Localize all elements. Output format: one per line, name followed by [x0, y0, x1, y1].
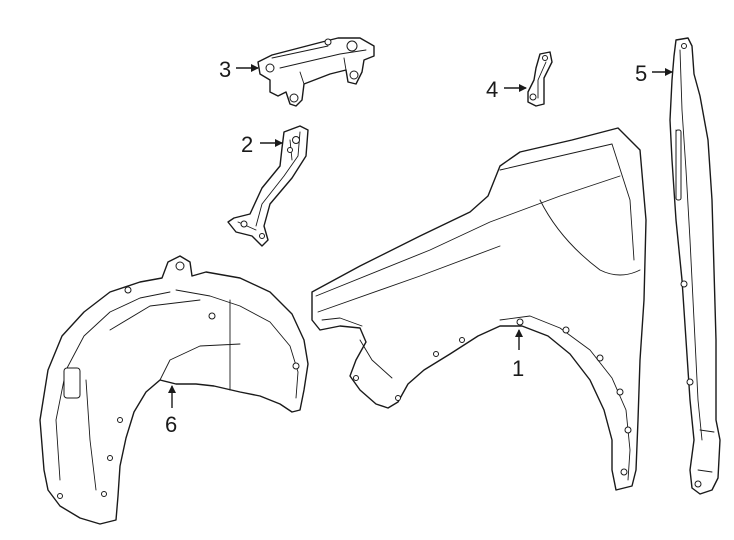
callout-5-label: 5: [635, 61, 647, 86]
callout-6-label: 6: [165, 412, 177, 437]
callout-2-label: 2: [241, 132, 253, 157]
upper-mounting-bracket[interactable]: [257, 37, 375, 107]
fender-support-bracket[interactable]: [227, 125, 309, 247]
fender[interactable]: [311, 127, 647, 491]
fender-seal[interactable]: [669, 37, 721, 495]
callout-4-label: 4: [486, 77, 498, 102]
callout-3-label: 3: [219, 57, 231, 82]
small-bracket[interactable]: [527, 51, 553, 107]
callout-1-label: 1: [512, 356, 524, 381]
wheel-well-liner[interactable]: [39, 255, 309, 525]
